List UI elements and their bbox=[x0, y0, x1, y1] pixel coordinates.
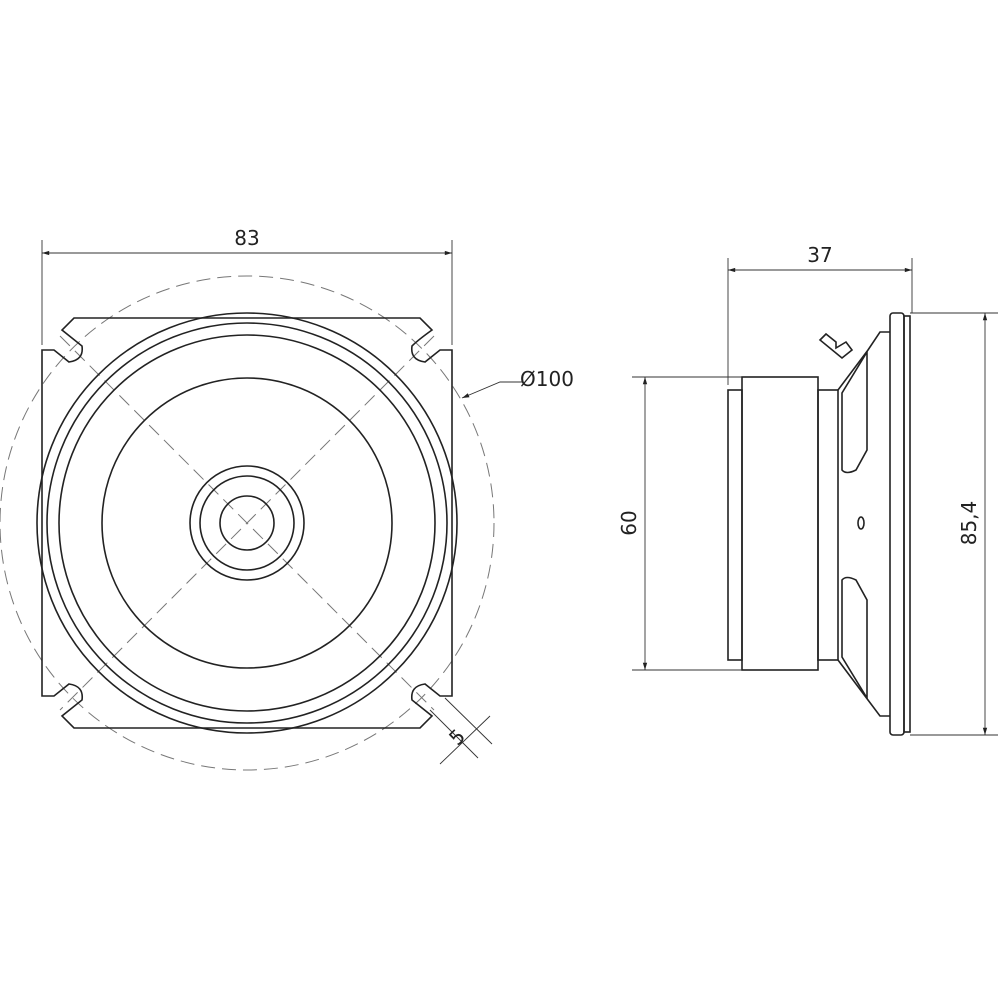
cone bbox=[101, 377, 393, 669]
square-frame bbox=[41, 317, 453, 729]
extension-line bbox=[429, 709, 479, 759]
surround-inner bbox=[58, 334, 436, 712]
dust-cap-inner bbox=[219, 495, 275, 551]
diameter-leader bbox=[461, 381, 522, 399]
vent-hole bbox=[857, 516, 865, 530]
mounting-circle bbox=[0, 275, 495, 771]
slot-dimension-line bbox=[439, 715, 491, 765]
pole-plate bbox=[817, 389, 839, 661]
side-view: 37 60 85,4 bbox=[617, 243, 998, 736]
dust-cap-outer bbox=[189, 465, 305, 581]
magnet-plate bbox=[727, 389, 743, 661]
centerline bbox=[59, 335, 435, 711]
terminal-icon bbox=[818, 332, 854, 360]
magnet bbox=[741, 376, 819, 671]
gasket bbox=[903, 315, 911, 733]
basket-window bbox=[841, 349, 868, 474]
height-dimension: 85,4 bbox=[957, 501, 981, 546]
diameter-dimension: Ø100 bbox=[520, 367, 574, 391]
front-view: 83 Ø100 5 bbox=[0, 226, 574, 771]
frame-flange bbox=[889, 312, 905, 736]
magnet-dimension: 60 bbox=[617, 510, 641, 535]
outer-rim bbox=[36, 312, 458, 734]
width-dimension: 83 bbox=[234, 226, 259, 250]
basket bbox=[837, 331, 890, 717]
surround-outer bbox=[46, 322, 448, 724]
basket-window bbox=[841, 576, 868, 701]
dust-cap-middle bbox=[199, 475, 295, 571]
depth-dimension: 37 bbox=[807, 243, 832, 267]
extension-line bbox=[444, 697, 493, 745]
